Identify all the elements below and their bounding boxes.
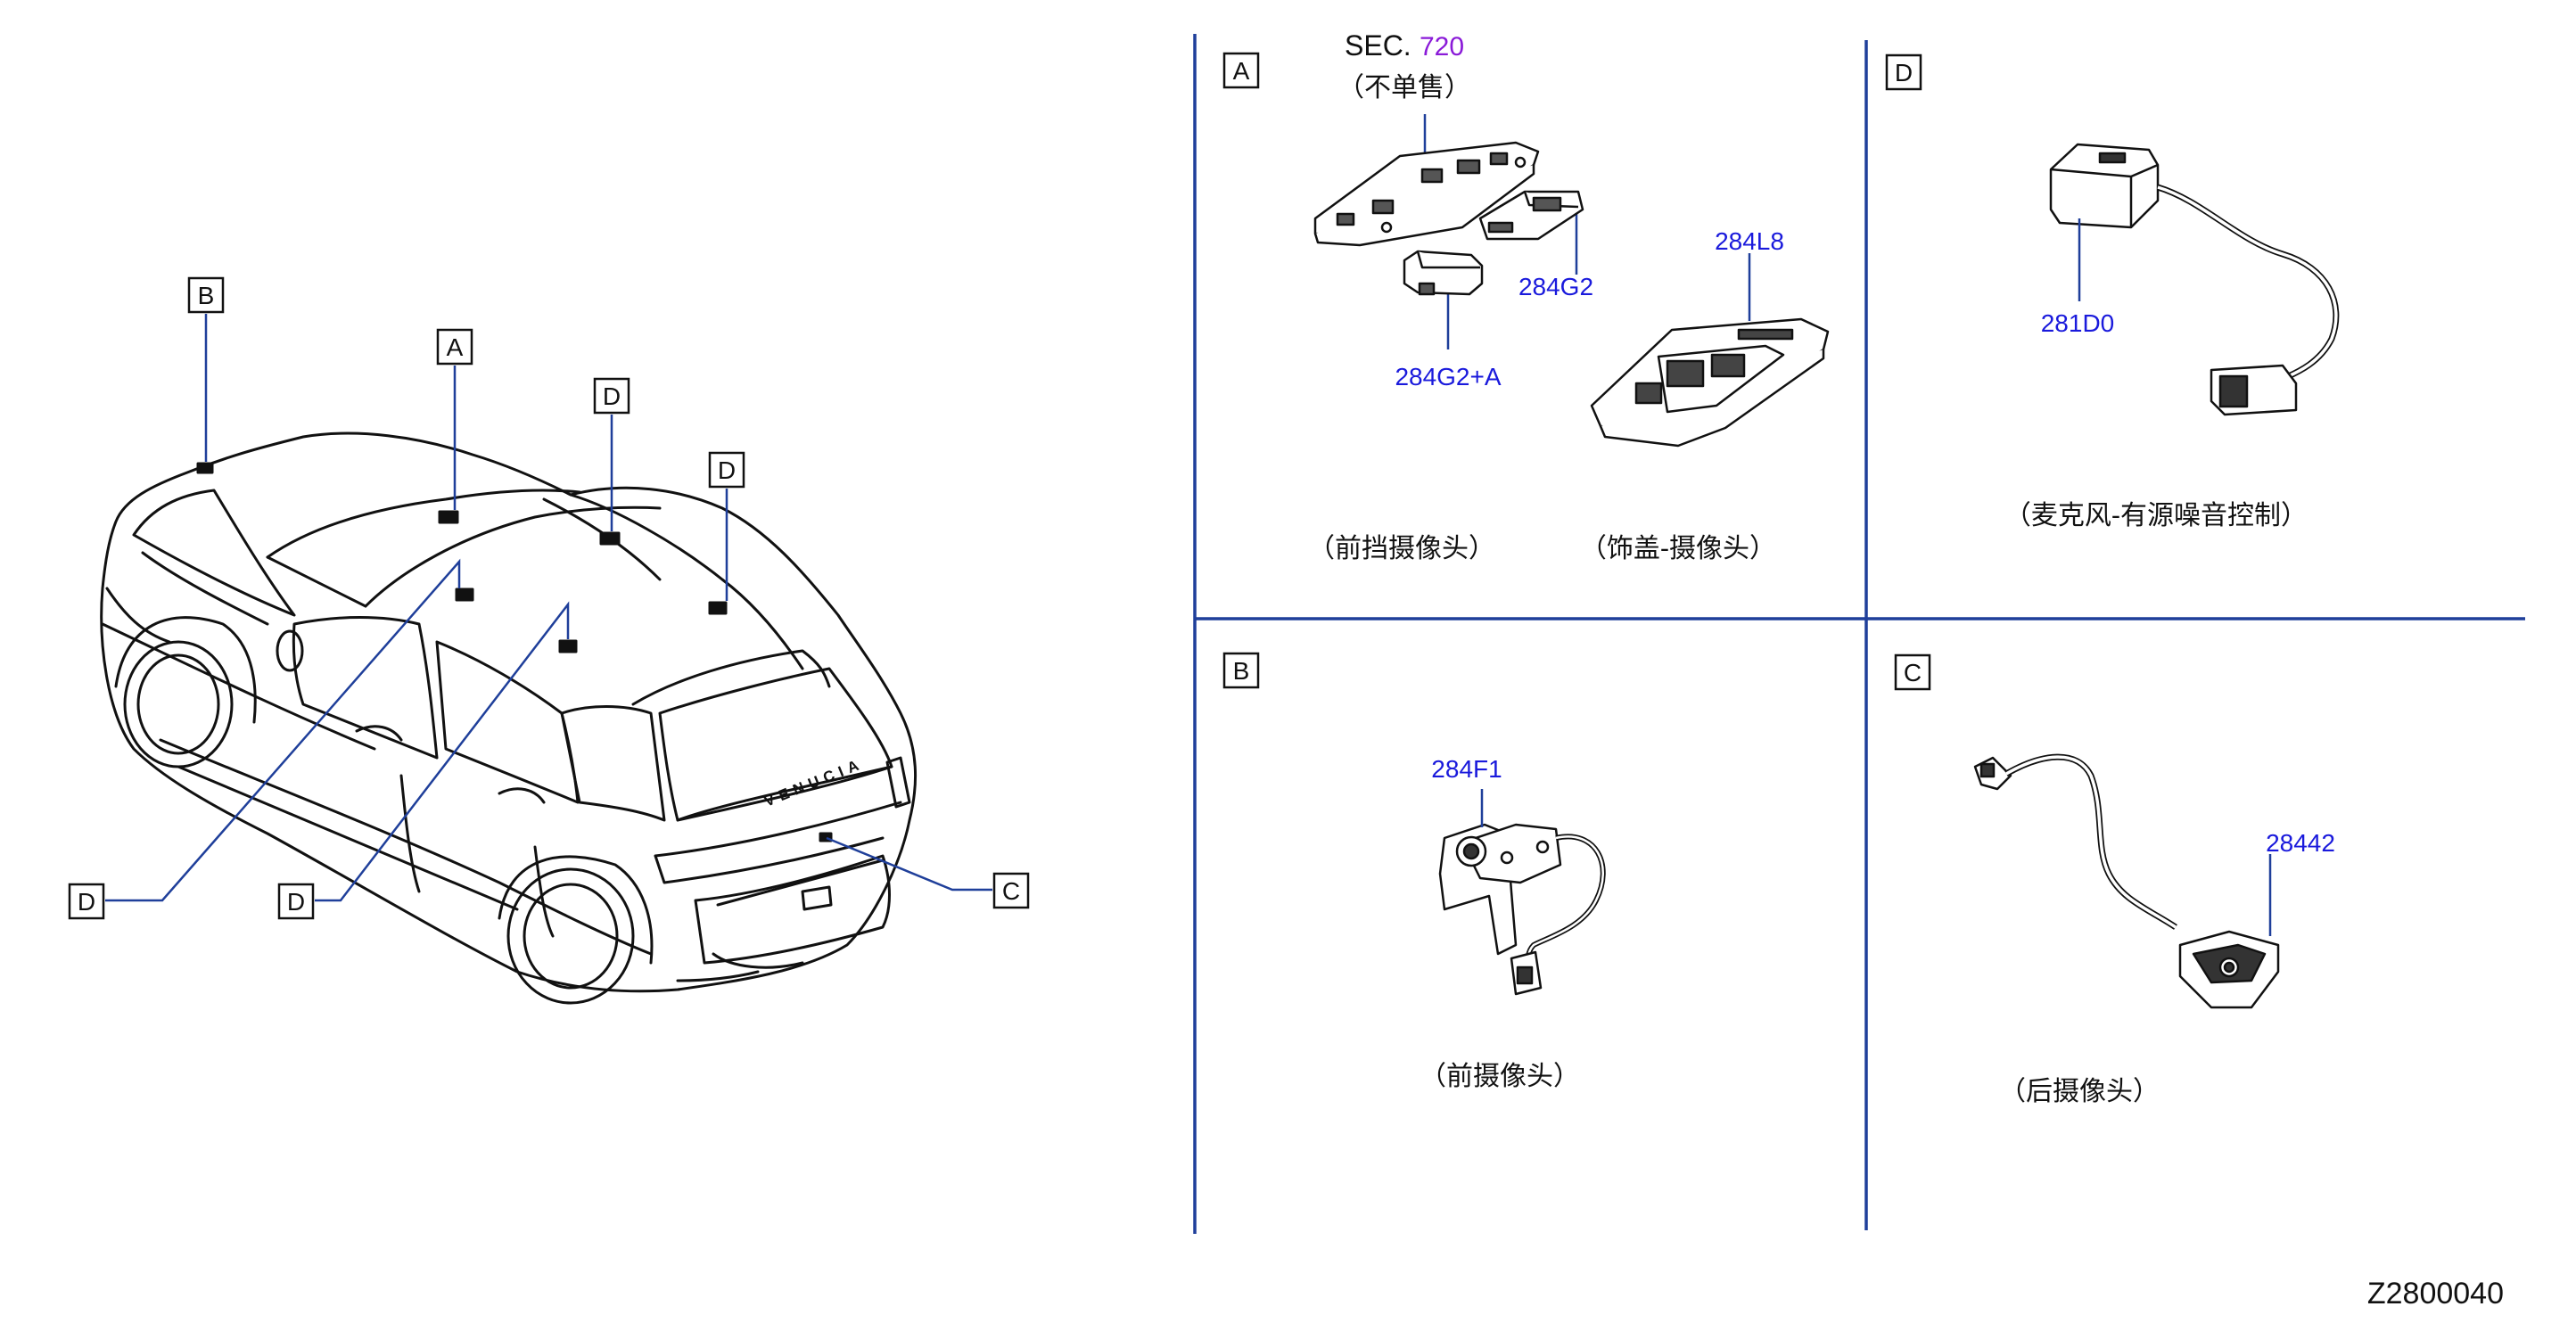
callout-d-roof-front: D (593, 377, 630, 415)
microphone-drawing (2049, 143, 2340, 416)
panel-b-letter: B (1233, 657, 1250, 685)
panel-c-letter: C (1904, 659, 1922, 686)
svg-text:A: A (447, 333, 464, 361)
callout-d-roof-rear: D (708, 451, 745, 489)
callout-d-lower-middle: D (277, 883, 315, 920)
rear-camera-drawing (1973, 753, 2280, 1009)
panel-b: B 284F1 （前摄像头） (1222, 652, 1606, 1092)
callout-b: B (187, 276, 225, 314)
callout-a: A (436, 328, 473, 366)
svg-text:C: C (1002, 877, 1020, 905)
svg-text:D: D (718, 456, 736, 484)
sec-note: （不单售） (1337, 72, 1471, 103)
drawing-number: Z2800040 (2367, 1277, 2504, 1311)
part-281d0: 281D0 (2041, 309, 2115, 337)
part-284f1: 284F1 (1431, 755, 1502, 783)
part-284g2a: 284G2+A (1395, 363, 1501, 390)
front-camera-drawing (1438, 823, 1606, 996)
vehicle-illustration (100, 431, 918, 1005)
svg-text:D: D (603, 382, 621, 410)
panel-dividers (1193, 34, 2525, 1234)
car-callouts (105, 314, 992, 902)
sec-prefix: SEC. (1345, 29, 1411, 62)
part-28442: 28442 (2266, 829, 2335, 857)
camera-bracket-drawing (1313, 141, 1540, 247)
panel-a: A SEC. 720 （不单售） (1222, 29, 1830, 564)
cover-284l8-drawing (1590, 317, 1830, 448)
panel-a-letter: A (1233, 57, 1250, 85)
module-284g2a-drawing (1403, 250, 1484, 296)
svg-text:D: D (78, 888, 95, 916)
svg-text:D: D (287, 888, 305, 916)
callout-c: C (992, 872, 1030, 909)
caption-front-windshield-camera: （前挡摄像头） (1308, 533, 1495, 564)
panel-d-letter: D (1895, 59, 1913, 86)
caption-rear-camera: （后摄像头） (1999, 1076, 2160, 1107)
part-284l8: 284L8 (1715, 227, 1784, 255)
module-284g2-drawing (1478, 190, 1584, 241)
caption-camera-cover: （饰盖-摄像头） (1580, 533, 1776, 564)
svg-text:B: B (198, 282, 215, 309)
brand-badge: VENUCIA (761, 755, 866, 810)
caption-front-camera: （前摄像头） (1420, 1061, 1580, 1092)
sec-number: 720 (1420, 32, 1464, 62)
panel-d: D 281D0 （麦克风-有源噪音控制） (1885, 53, 2340, 531)
part-284g2: 284G2 (1518, 273, 1593, 300)
caption-anc-microphone: （麦克风-有源噪音控制） (2004, 500, 2308, 531)
panel-c: C 28442 （后摄像头） (1894, 653, 2335, 1107)
callout-d-lower-left: D (68, 883, 105, 920)
